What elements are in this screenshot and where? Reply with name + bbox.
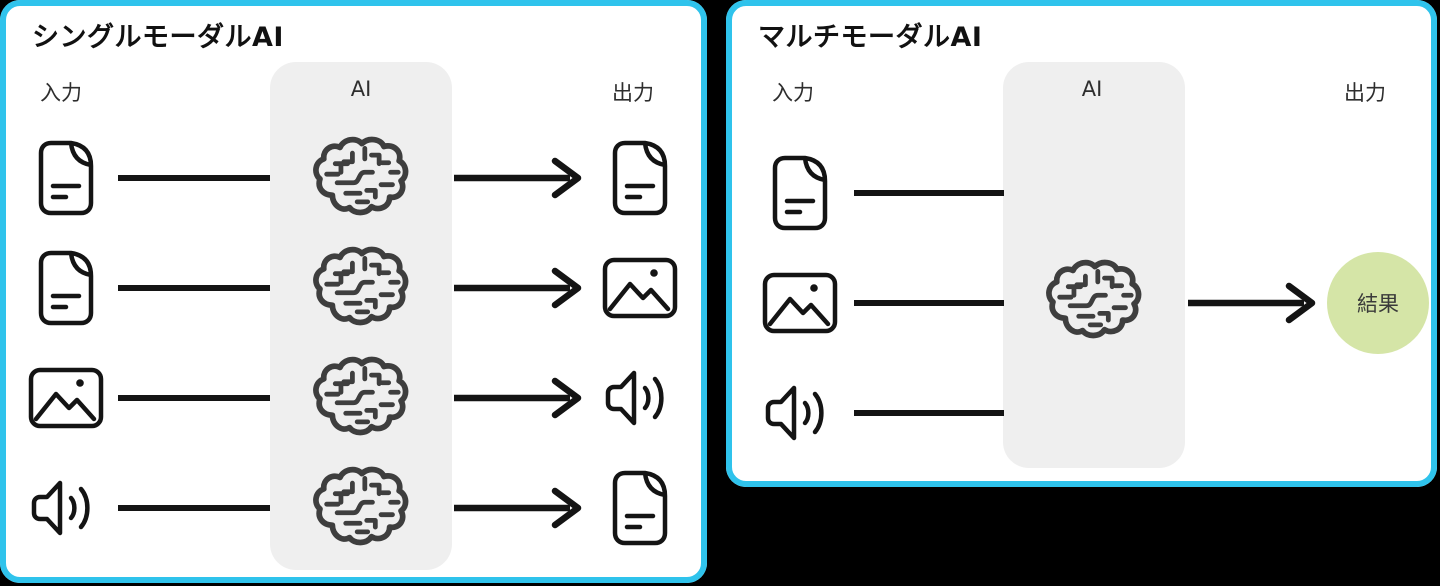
connector-line <box>118 175 270 181</box>
arrow-icon <box>452 266 588 310</box>
column-header-ai: AI <box>1081 77 1103 101</box>
arrow-icon <box>1186 281 1322 325</box>
brain-circuit-icon <box>1044 259 1144 343</box>
brain-circuit-icon <box>311 246 411 330</box>
panel-title: シングルモーダルAI <box>32 22 284 53</box>
arrow-icon <box>452 156 588 200</box>
brain-circuit-icon <box>311 136 411 220</box>
connector-line <box>854 410 1004 416</box>
ai-column-box <box>270 62 452 570</box>
multi-modal-panel: マルチモーダルAI 入力 AI 出力 結果 <box>726 0 1437 487</box>
connector-line <box>118 505 270 511</box>
document-icon <box>769 153 831 233</box>
single-modal-panel: シングルモーダルAI 入力 AI 出力 <box>0 0 707 583</box>
arrow-icon <box>452 486 588 530</box>
document-icon <box>35 138 97 218</box>
column-header-input: 入力 <box>40 81 82 105</box>
connector-line <box>854 300 1004 306</box>
column-header-output: 出力 <box>1344 81 1386 105</box>
speaker-icon <box>763 381 837 445</box>
panel-title: マルチモーダルAI <box>758 22 983 53</box>
image-icon <box>28 367 104 429</box>
brain-circuit-icon <box>311 356 411 440</box>
column-header-input: 入力 <box>772 81 814 105</box>
image-icon <box>602 257 678 319</box>
image-icon <box>762 272 838 334</box>
arrow-icon <box>452 376 588 420</box>
result-badge: 結果 <box>1327 252 1429 354</box>
result-label: 結果 <box>1357 292 1399 316</box>
connector-line <box>854 190 1004 196</box>
speaker-icon <box>603 366 677 430</box>
document-icon <box>35 248 97 328</box>
column-header-output: 出力 <box>612 81 654 105</box>
brain-circuit-icon <box>311 466 411 550</box>
document-icon <box>609 468 671 548</box>
connector-line <box>118 395 270 401</box>
speaker-icon <box>29 476 103 540</box>
column-header-ai: AI <box>350 77 372 101</box>
document-icon <box>609 138 671 218</box>
connector-line <box>118 285 270 291</box>
